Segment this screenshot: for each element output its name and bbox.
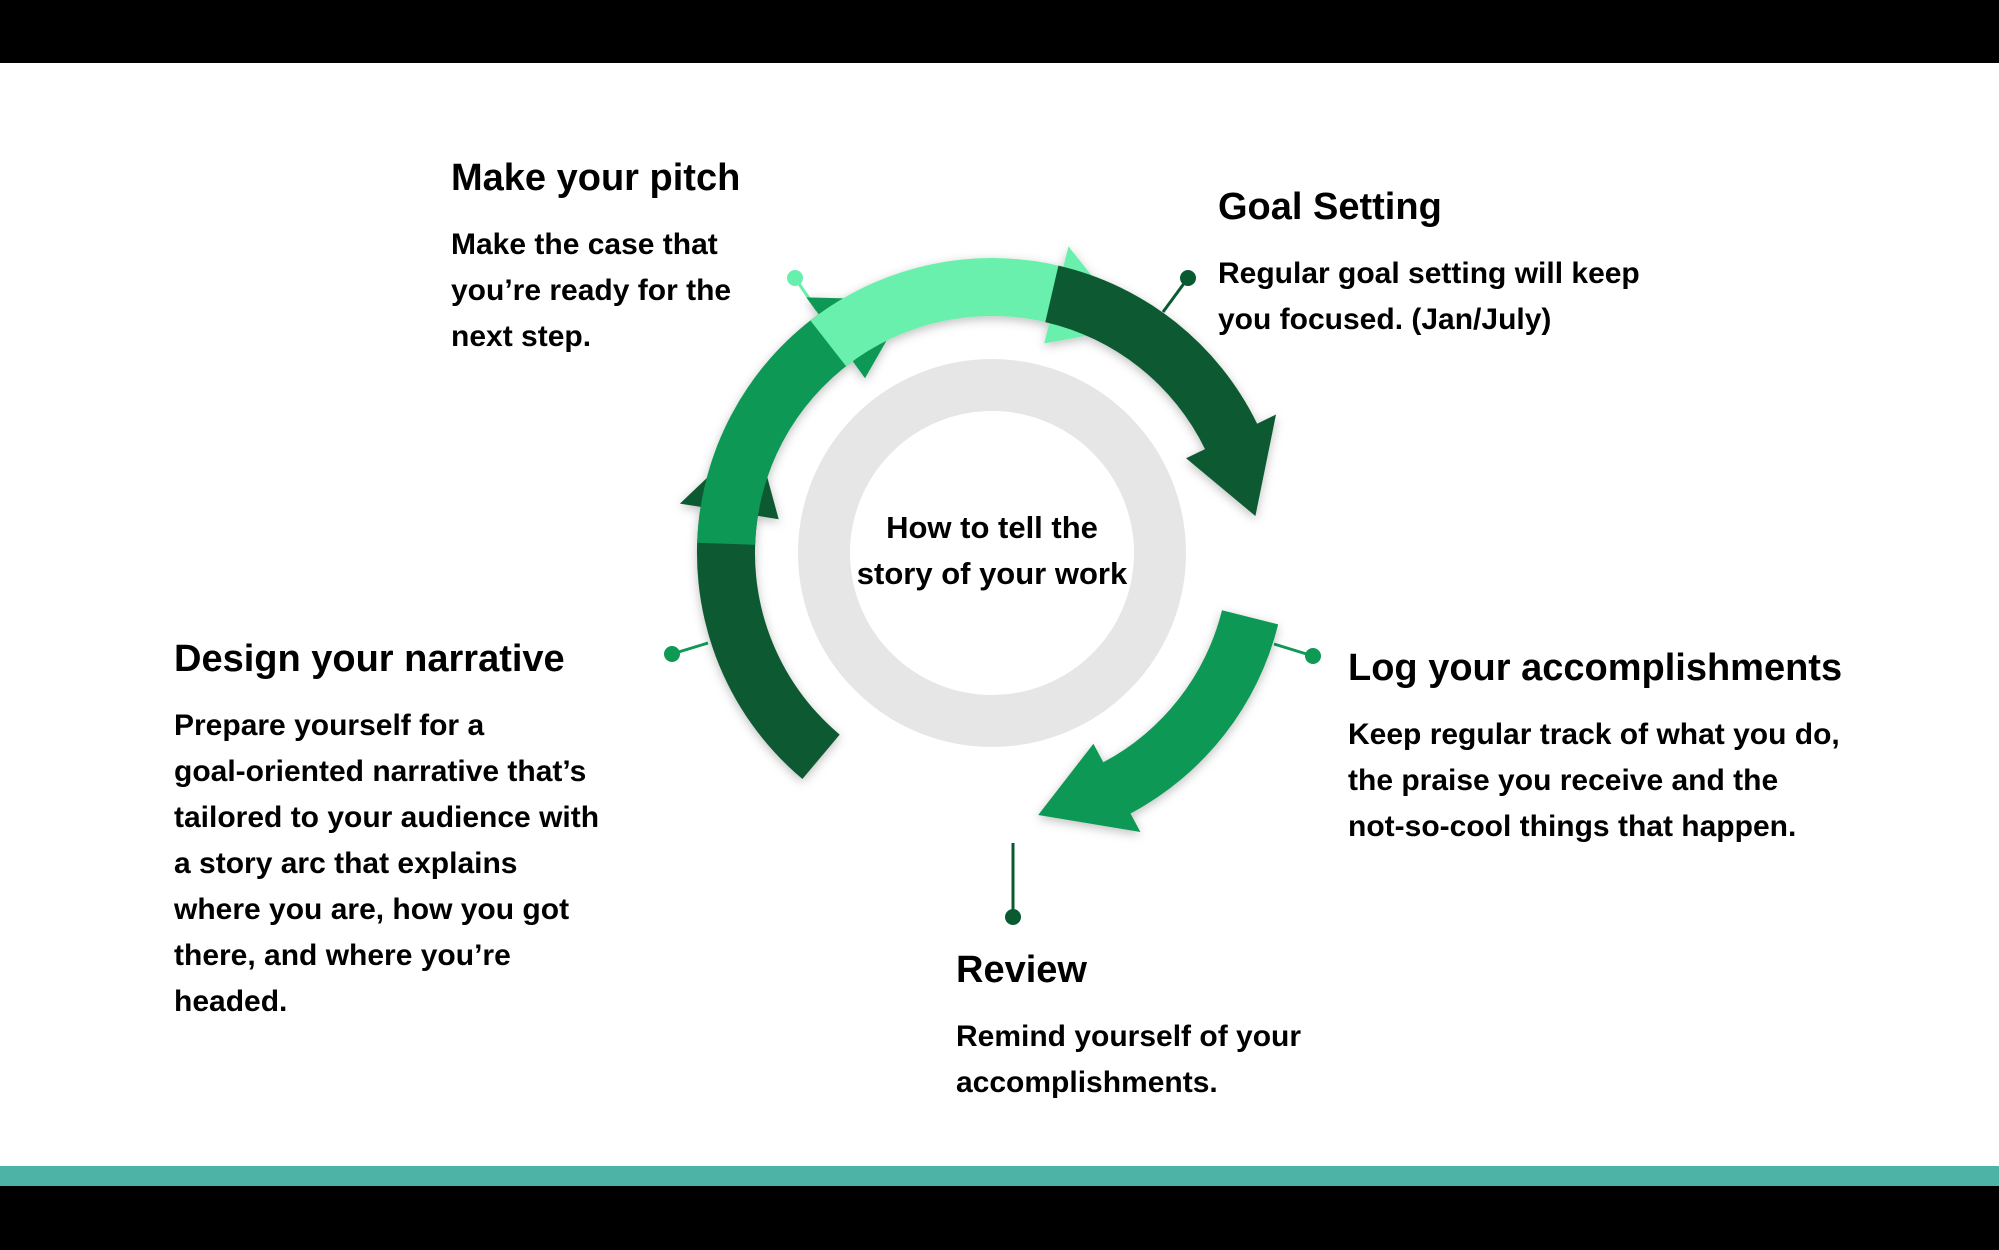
top-black-bar (0, 0, 1999, 63)
step-description-line: not-so-cool things that happen. (1348, 810, 1797, 843)
step-description-line: Keep regular track of what you do, (1348, 718, 1840, 751)
step-title: Log your accomplishments (1348, 647, 1843, 689)
step-description-line: Make the case that (451, 228, 718, 261)
bottom-black-bar (0, 1186, 1999, 1250)
inner-gray-ring (798, 359, 1186, 747)
step-goal-setting: Goal Setting Regular goal setting will k… (1218, 185, 1778, 343)
step-description-line: Prepare yourself for a (174, 709, 485, 742)
step-description-line: you’re ready for the (451, 274, 732, 307)
center-label-line-1: How to tell the (886, 510, 1098, 545)
step-description: Regular goal setting will keep you focus… (1218, 251, 1778, 343)
step-description-line: you focused. (Jan/July) (1218, 303, 1552, 336)
center-label-line-2: story of your work (856, 556, 1128, 591)
step-description-line: there, and where you’re (174, 939, 511, 972)
step-design-narrative: Design your narrative Prepare yourself f… (174, 637, 664, 1025)
step-description: Keep regular track of what you do, the p… (1348, 712, 1908, 850)
bottom-accent-bar (0, 1166, 1999, 1186)
step-description-line: Remind yourself of your (956, 1020, 1302, 1053)
connector-log (1273, 642, 1321, 664)
connector-design (664, 641, 709, 662)
arrow-log (1038, 610, 1279, 832)
step-description: Prepare yourself for a goal-oriented nar… (174, 703, 664, 1025)
step-log-accomplishments: Log your accomplishments Keep regular tr… (1348, 646, 1908, 850)
step-description-line: Regular goal setting will keep (1218, 257, 1640, 290)
connector-goal (1161, 270, 1196, 313)
step-title: Design your narrative (174, 638, 565, 680)
step-title: Review (956, 949, 1087, 991)
arrow-pitch (810, 246, 1133, 367)
step-description-line: accomplishments. (956, 1066, 1218, 1099)
center-label: How to tell the story of your work (812, 505, 1172, 597)
step-description-line: headed. (174, 985, 288, 1018)
step-description-line: tailored to your audience with (174, 801, 600, 834)
step-description: Make the case that you’re ready for the … (451, 222, 791, 360)
step-title: Goal Setting (1218, 186, 1442, 228)
step-title: Make your pitch (451, 157, 741, 199)
center-disc (851, 412, 1133, 694)
step-description-line: a story arc that explains (174, 847, 518, 880)
connector-review (1005, 843, 1021, 925)
step-description-line: where you are, how you got (174, 893, 570, 926)
step-description-line: goal-oriented narrative that’s (174, 755, 587, 788)
step-review: Review Remind yourself of your accomplis… (956, 948, 1386, 1106)
step-description: Remind yourself of your accomplishments. (956, 1014, 1386, 1106)
arrow-design (697, 297, 910, 545)
step-description-line: the praise you receive and the (1348, 764, 1779, 797)
step-description-line: next step. (451, 320, 592, 353)
step-make-pitch: Make your pitch Make the case that you’r… (451, 156, 791, 360)
arrow-goal (1045, 265, 1276, 516)
